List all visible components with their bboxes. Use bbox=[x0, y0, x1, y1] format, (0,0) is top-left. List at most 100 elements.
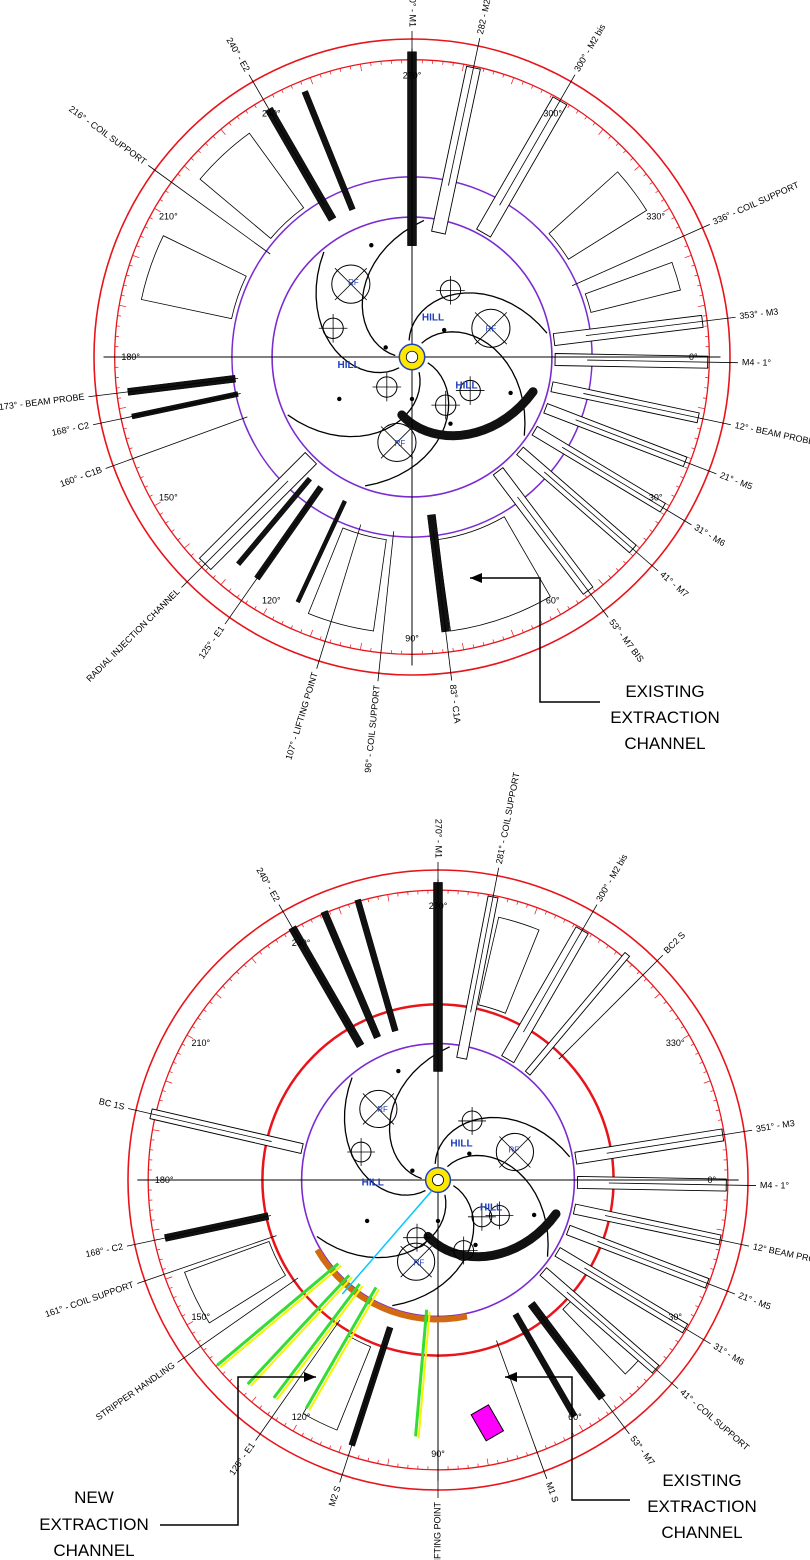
new-channel-green-line bbox=[272, 1283, 361, 1399]
top-leader-line bbox=[561, 446, 692, 526]
bottom-tick bbox=[243, 1392, 247, 1396]
bottom-tick bbox=[197, 1017, 201, 1021]
top-tick bbox=[360, 642, 362, 650]
top-tick bbox=[121, 294, 125, 297]
top-leader-line bbox=[432, 530, 453, 681]
bottom-dot bbox=[396, 1068, 401, 1074]
bottom-hill-label: HILL bbox=[362, 1178, 384, 1189]
top-hill-label: HILL bbox=[455, 380, 477, 391]
top-spiral-edge bbox=[287, 372, 421, 438]
top-tick bbox=[623, 150, 627, 154]
top-tick bbox=[697, 305, 705, 307]
top-dot bbox=[383, 345, 388, 350]
top-tick bbox=[349, 66, 352, 70]
top-tick bbox=[694, 437, 698, 440]
top-callout-line-1: EXISTING bbox=[625, 682, 704, 701]
bottom-angle-label: STRIPPER HANDLING bbox=[94, 1360, 177, 1422]
top-tick bbox=[236, 116, 240, 120]
top-tick bbox=[660, 199, 665, 202]
bottom-rf-label: RF bbox=[414, 1258, 425, 1267]
bottom-degree-mark: 30° bbox=[668, 1312, 682, 1322]
top-rf-label: RF bbox=[348, 278, 359, 287]
top-tick bbox=[521, 81, 524, 85]
bottom-tick bbox=[534, 907, 538, 915]
top-tick bbox=[671, 494, 675, 497]
top-degree-mark: 90° bbox=[405, 633, 419, 643]
bottom-tick bbox=[229, 1378, 233, 1382]
top-tick bbox=[339, 642, 342, 646]
bottom-tick bbox=[169, 1071, 173, 1074]
bottom-tick bbox=[636, 971, 640, 975]
top-leader-line bbox=[571, 224, 710, 287]
bottom-tick bbox=[713, 1258, 717, 1261]
bottom-angle-label: 168° - C2 bbox=[85, 1241, 124, 1259]
top-tick bbox=[684, 245, 688, 248]
bottom-angle-label: 281° - COIL SUPPORT bbox=[494, 771, 522, 865]
top-tick bbox=[492, 639, 495, 643]
top-tick bbox=[140, 476, 144, 479]
top-tick bbox=[119, 305, 127, 307]
top-tick bbox=[129, 264, 133, 267]
bottom-tick bbox=[209, 1001, 213, 1004]
top-tick bbox=[540, 89, 543, 94]
top-angle-label: 173° - BEAM PROBE bbox=[0, 392, 85, 412]
top-dot bbox=[508, 390, 513, 396]
bottom-tick bbox=[173, 1296, 177, 1299]
top-angle-label: 125° - E1 bbox=[197, 624, 227, 661]
bottom-tick bbox=[275, 939, 279, 943]
bottom-tick bbox=[579, 1424, 584, 1432]
bottom-angle-label: 300° - M2 bis bbox=[594, 852, 629, 903]
bottom-leader-line bbox=[470, 867, 500, 1013]
top-tick bbox=[462, 642, 464, 650]
top-yoke-gap bbox=[199, 132, 305, 240]
top-tick bbox=[144, 226, 149, 229]
top-tick bbox=[136, 466, 140, 469]
top-tick bbox=[329, 639, 332, 643]
top-tick bbox=[220, 129, 226, 135]
top-angle-label: 336° - COIL SUPPORT bbox=[711, 180, 801, 227]
bottom-tick bbox=[329, 911, 332, 915]
top-tick bbox=[584, 594, 588, 598]
top-spirals bbox=[287, 219, 548, 487]
top-angle-label: 216° - COIL SUPPORT bbox=[67, 104, 149, 167]
bottom-angle-label: 125° - E1 bbox=[227, 1441, 257, 1478]
bottom-tick bbox=[718, 1119, 722, 1121]
top-tick bbox=[132, 254, 140, 259]
top-leader-line bbox=[583, 393, 731, 426]
top-tick bbox=[655, 521, 659, 524]
bottom-tick bbox=[203, 1009, 207, 1012]
top-tick bbox=[630, 157, 634, 161]
top-leader-line bbox=[575, 419, 717, 475]
top-rf-cross bbox=[334, 267, 368, 301]
bottom-rf-cross bbox=[400, 1245, 432, 1278]
top-angle-label: 353° - M3 bbox=[739, 306, 779, 321]
top-tick bbox=[592, 588, 596, 592]
bottom-new-callout-line-2: EXTRACTION bbox=[39, 1515, 149, 1534]
bottom-center-dot bbox=[432, 1174, 444, 1186]
top-rf-label: RF bbox=[395, 439, 406, 448]
top-dot bbox=[337, 396, 342, 402]
new-channel-green-line bbox=[216, 1262, 340, 1367]
top-tick bbox=[671, 217, 675, 220]
bottom-deflector-arc bbox=[423, 1209, 561, 1262]
top-degree-mark: 60° bbox=[546, 596, 560, 606]
top-angle-label: RADIAL INJECTION CHANNEL bbox=[84, 586, 181, 683]
bottom-tick bbox=[597, 939, 601, 943]
bottom-tick bbox=[243, 964, 247, 968]
bottom-tick bbox=[236, 971, 240, 975]
bottom-rf-circle bbox=[495, 1132, 535, 1172]
new-channel-green-line bbox=[414, 1309, 429, 1437]
bottom-dot bbox=[531, 1212, 537, 1218]
bottom-tick bbox=[192, 1026, 196, 1029]
top-tick bbox=[272, 616, 275, 620]
top-tick bbox=[126, 437, 130, 440]
top-tick bbox=[623, 560, 627, 564]
top-tick bbox=[197, 150, 201, 154]
top-tick bbox=[630, 553, 634, 557]
bottom-tick bbox=[544, 1445, 547, 1449]
top-angle-label: 83° - C1A bbox=[448, 684, 463, 724]
bottom-tick bbox=[589, 934, 592, 938]
bottom-tick bbox=[259, 1405, 262, 1409]
